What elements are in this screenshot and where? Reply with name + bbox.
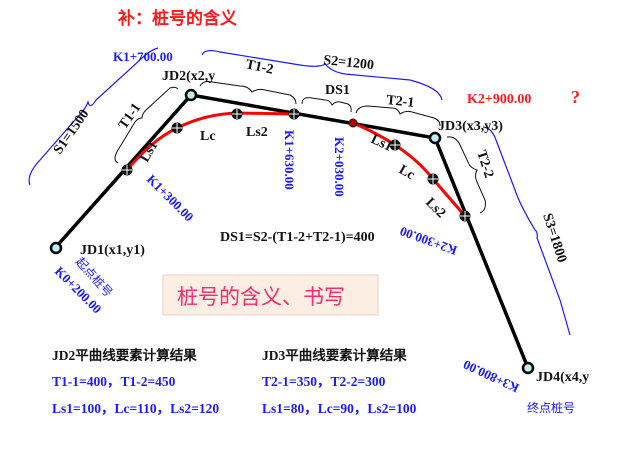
question-mark: ? bbox=[571, 87, 580, 107]
intersection-points bbox=[49, 88, 535, 375]
jd1-label: JD1(x1,y1) bbox=[80, 243, 145, 258]
ls1-label-jd3: Ls1 bbox=[368, 132, 394, 155]
curve-point[interactable] bbox=[171, 122, 183, 134]
curve-point[interactable] bbox=[348, 118, 358, 128]
curve-point[interactable] bbox=[389, 139, 401, 151]
chainage-k3-800: K3+800.00 bbox=[461, 357, 522, 396]
banner-box bbox=[162, 274, 379, 316]
chainage-k2-300: K2+300.00 bbox=[398, 224, 459, 259]
lc-label-jd3: Lc bbox=[396, 162, 417, 183]
brace-s1 bbox=[28, 47, 159, 186]
jd2-results-line1: T1-1=400，T1-2=450 bbox=[52, 374, 176, 389]
jd2-point[interactable] bbox=[184, 88, 198, 102]
jd2-results-heading: JD2平曲线要素计算结果 bbox=[52, 347, 197, 363]
jd3-results-line1: T2-1=350，T2-2=300 bbox=[262, 374, 386, 389]
brace-s3 bbox=[482, 126, 571, 336]
ls2-label-jd3: Ls2 bbox=[422, 195, 448, 221]
chainage-k2-030: K2+030.00 bbox=[332, 137, 347, 197]
brace-ds1 bbox=[301, 97, 352, 113]
banner-text: 桩号的含义、书写 bbox=[177, 285, 345, 309]
jd3-results-heading: JD3平曲线要素计算结果 bbox=[262, 347, 407, 363]
ls1-label-jd2: Ls1 bbox=[137, 139, 161, 165]
brace-t2-1 bbox=[355, 105, 441, 127]
lc-label-jd2: Lc bbox=[200, 129, 216, 144]
s1-label: S1=1500 bbox=[51, 107, 92, 157]
brace-t1-1 bbox=[114, 86, 179, 164]
t1-2-label: T1-2 bbox=[244, 57, 275, 77]
jd1-point[interactable] bbox=[49, 241, 63, 255]
curve-point[interactable] bbox=[459, 210, 471, 222]
jd2-label: JD2(x2,y bbox=[162, 69, 215, 84]
t1-1-label: T1-1 bbox=[116, 101, 144, 133]
curve-point[interactable] bbox=[121, 164, 133, 176]
chainage-k1-630: K1+630.00 bbox=[282, 130, 297, 190]
jd2-results-line2: Ls1=100，Lc=110，Ls2=120 bbox=[52, 401, 219, 416]
ds1-label: DS1 bbox=[325, 83, 350, 98]
t2-1-label: T2-1 bbox=[386, 93, 415, 111]
brace-t2-2 bbox=[446, 136, 486, 214]
brace-t1-2 bbox=[199, 81, 297, 105]
curve-point[interactable] bbox=[427, 173, 439, 185]
jd3-point[interactable] bbox=[428, 131, 442, 145]
curve-points bbox=[121, 108, 471, 222]
jd4-label: JD4(x4,y bbox=[536, 370, 589, 385]
s2-label: S2=1200 bbox=[323, 53, 375, 73]
ls2-label-jd2: Ls2 bbox=[246, 125, 268, 140]
chainage-k1-700: K1+700.00 bbox=[113, 49, 173, 64]
curve-point[interactable] bbox=[288, 108, 300, 120]
slide-title: 补：桩号的含义 bbox=[117, 8, 237, 29]
curve-point[interactable] bbox=[231, 108, 243, 120]
t2-2-label: T2-2 bbox=[473, 149, 496, 180]
jd4-point[interactable] bbox=[521, 361, 535, 375]
ds1-formula: DS1=S2-(T1-2+T2-1)=400 bbox=[220, 230, 375, 245]
jd3-label: JD3(x3,y3) bbox=[438, 119, 503, 134]
brace-s2 bbox=[201, 49, 443, 101]
end-station-label: 终点桩号 bbox=[527, 400, 575, 415]
chainage-k1-300: K1+300.00 bbox=[144, 172, 197, 225]
chainage-k2-900: K2+900.00 bbox=[467, 92, 531, 107]
jd3-results-line2: Ls1=80，Lc=90，Ls2=100 bbox=[262, 401, 417, 416]
